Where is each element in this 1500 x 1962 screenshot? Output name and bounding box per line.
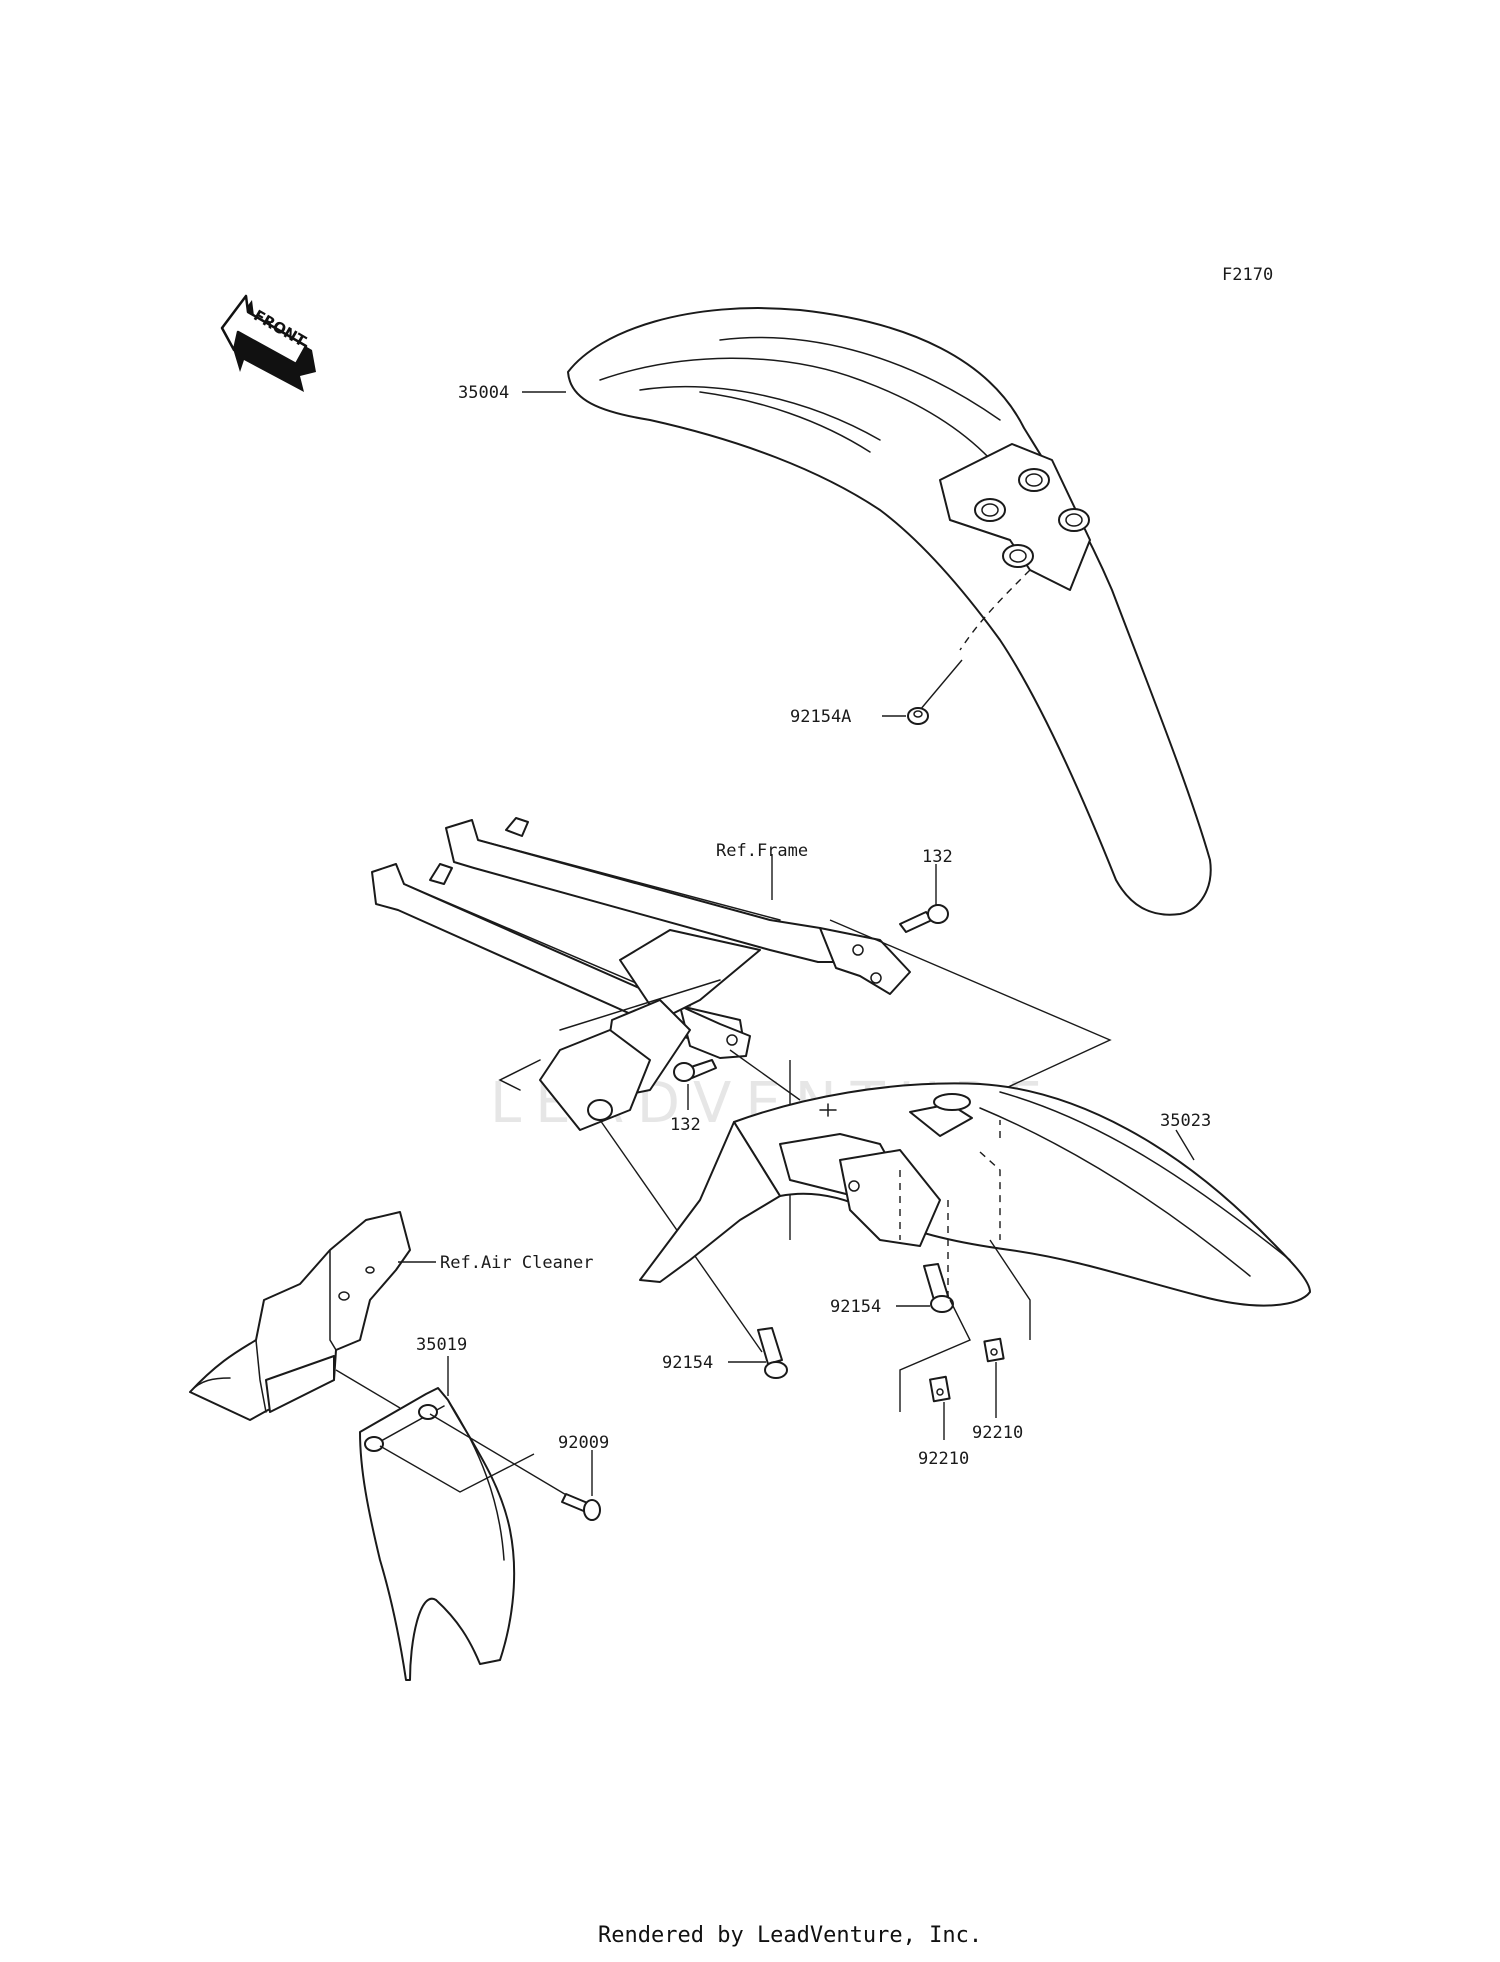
diagram-id: F2170	[1222, 265, 1273, 285]
rear-fender-35023	[639, 1082, 1311, 1307]
rear-frame	[371, 817, 911, 1131]
bolt-132-upper-icon	[899, 864, 949, 933]
screw-92009-icon	[561, 1493, 601, 1521]
bolt-132-lower-icon	[673, 1059, 717, 1110]
callout-132-lower: 132	[670, 1115, 701, 1135]
footer-credit: Rendered by LeadVenture, Inc.	[598, 1923, 982, 1948]
callout-35019: 35019	[416, 1335, 467, 1355]
callout-132-upper: 132	[922, 847, 953, 867]
bolt-92154a-icon	[907, 659, 963, 725]
callout-92210-right: 92210	[972, 1423, 1023, 1443]
callout-92210-left: 92210	[918, 1449, 969, 1469]
callout-35023: 35023	[1160, 1111, 1211, 1131]
callout-ref-air-cleaner: Ref.Air Cleaner	[440, 1253, 594, 1273]
bolt-92154-left-icon	[757, 1327, 788, 1379]
callout-92154-right: 92154	[830, 1297, 881, 1317]
front-arrow-icon: FRONT	[220, 294, 316, 392]
callout-ref-frame: Ref.Frame	[716, 841, 808, 861]
callout-35004: 35004	[458, 383, 509, 403]
clip-92210-left-icon	[929, 1375, 951, 1403]
bolt-92154-right-icon	[923, 1263, 954, 1313]
mud-flap-35019	[359, 1387, 516, 1681]
clip-92210-right-icon	[983, 1337, 1005, 1363]
front-fender-35004	[567, 307, 1212, 916]
callout-92009: 92009	[558, 1433, 609, 1453]
air-cleaner-ref	[189, 1211, 411, 1421]
callout-92154-left: 92154	[662, 1353, 713, 1373]
callout-92154a: 92154A	[790, 707, 851, 727]
